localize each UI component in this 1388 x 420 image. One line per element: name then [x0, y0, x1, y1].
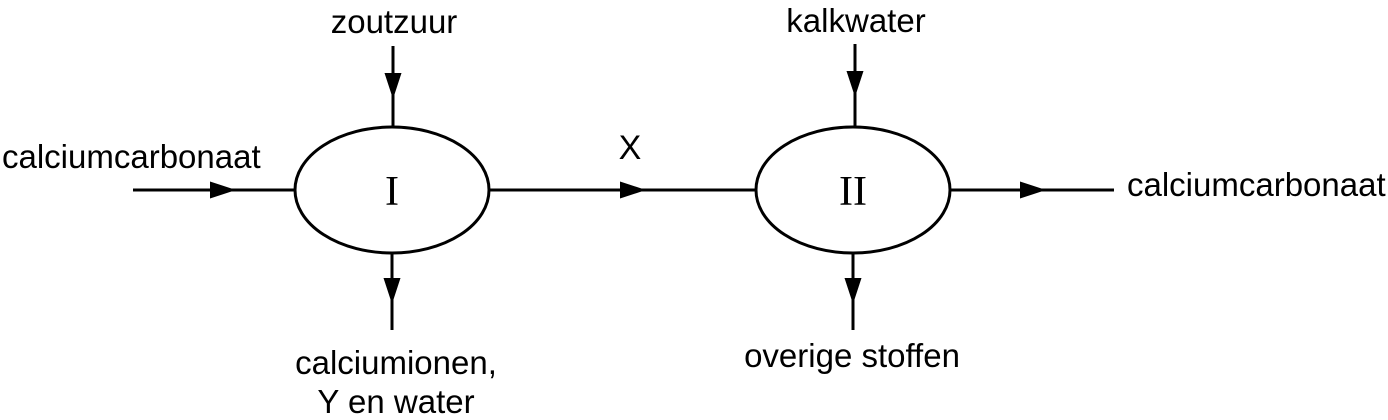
arrow-intermediate	[489, 181, 757, 199]
top-input-1-label: zoutzuur	[330, 3, 458, 40]
arrow-left-input	[133, 181, 296, 199]
left-input-label: calciumcarbonaat	[2, 138, 261, 175]
intermediate-substance-label: X	[618, 129, 642, 167]
bottom-output-2-label: overige stoffen	[744, 337, 960, 374]
arrow-top-input-2	[846, 44, 864, 128]
bottom-output-1-label: calciumionen, Y en water	[295, 344, 497, 420]
arrow-bottom-output-2	[844, 252, 862, 330]
arrow-bottom-output-1	[383, 252, 401, 330]
right-output-label: calciumcarbonaat	[1127, 166, 1386, 203]
top-input-2-label: kalkwater	[786, 2, 926, 39]
process-2-numeral: II	[839, 169, 867, 215]
arrow-right-output	[950, 181, 1114, 199]
process-1-numeral: I	[385, 169, 399, 215]
arrow-top-input-1	[384, 46, 402, 128]
